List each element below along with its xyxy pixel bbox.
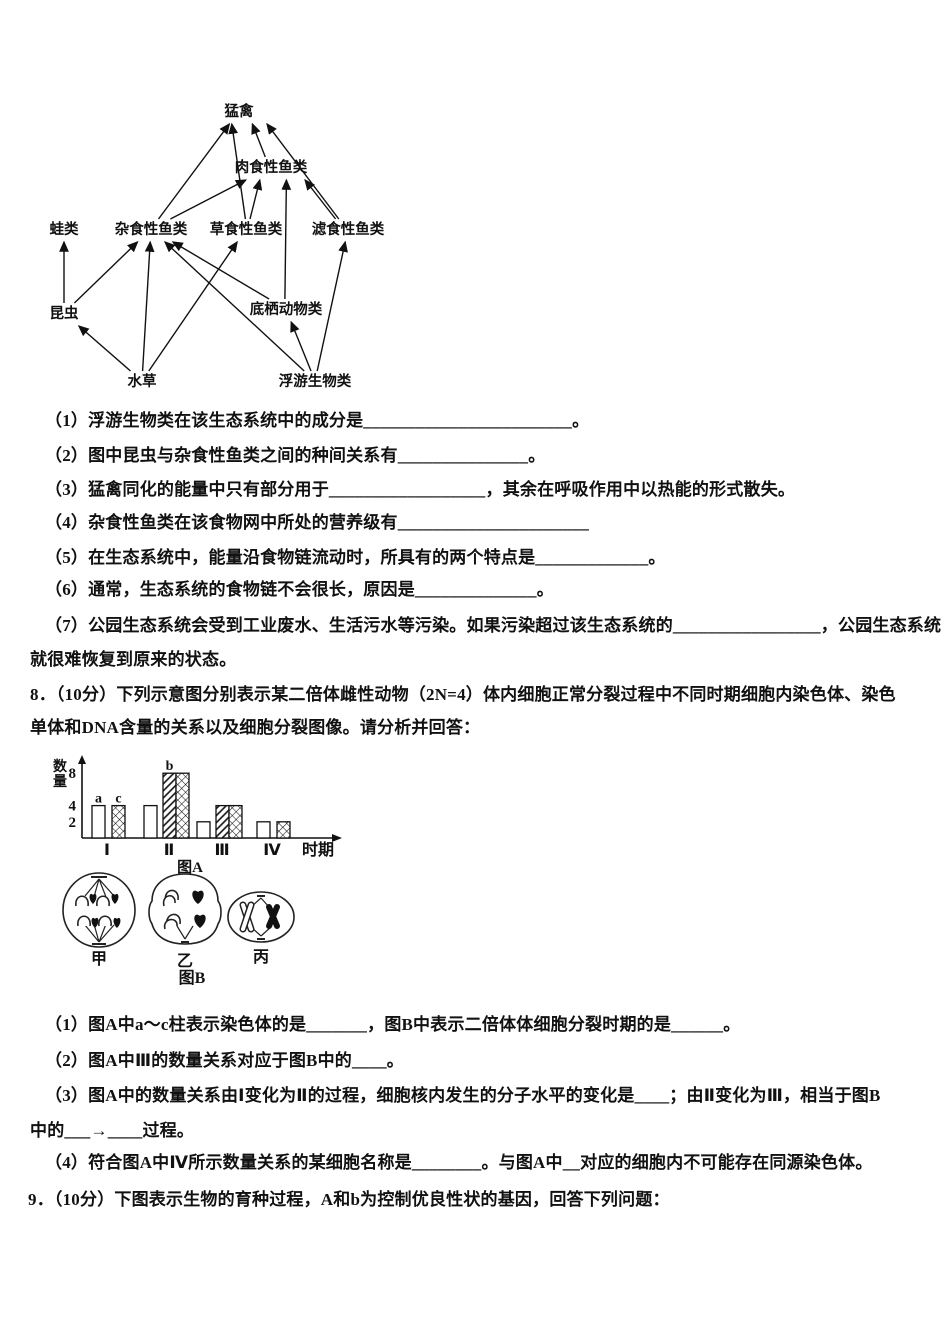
q7-part-2: （2）图中昆虫与杂食性鱼类之间的种间关系有_______________。 bbox=[45, 446, 546, 465]
q8-part-1: （1）图A中a～c柱表示染色体的是_______，图B中表示二倍体体细胞分裂时期… bbox=[45, 1015, 741, 1034]
bar-c-Ⅰ bbox=[111, 804, 126, 839]
bar-c-Ⅳ bbox=[276, 821, 291, 839]
bar-b-Ⅱ bbox=[162, 772, 177, 839]
food-web-arrow bbox=[163, 241, 305, 372]
x-tick-label: Ⅱ bbox=[164, 842, 175, 859]
food-web-arrow bbox=[77, 325, 131, 372]
food-web-node-diqi: 底栖动物类 bbox=[250, 300, 323, 318]
q8-part-3: （3）图A中的数量关系由Ⅰ变化为Ⅱ的过程，细胞核内发生的分子水平的变化是____… bbox=[45, 1086, 881, 1105]
bar-a-Ⅰ bbox=[91, 804, 106, 839]
bar-a-Ⅱ bbox=[143, 804, 158, 839]
figure-a-caption: 图A bbox=[177, 859, 203, 875]
food-web-node-walei: 蛙类 bbox=[50, 220, 79, 238]
bar-label-c: c bbox=[115, 792, 121, 807]
q8-part-2: （2）图A中Ⅲ的数量关系对应于图B中的____。 bbox=[45, 1051, 404, 1070]
bar-c-Ⅱ bbox=[175, 772, 190, 839]
food-web-node-mengqin: 猛禽 bbox=[224, 102, 254, 120]
food-web-arrow bbox=[281, 178, 292, 300]
food-web-arrow bbox=[266, 122, 340, 220]
food-web-node-caoshi: 草食性鱼类 bbox=[210, 220, 283, 238]
y-tick-label: 4 bbox=[69, 799, 77, 815]
food-web-node-fuyou: 浮游生物类 bbox=[279, 372, 352, 390]
cell-label-bing: 丙 bbox=[253, 948, 269, 966]
cell-bing-drawing bbox=[227, 891, 295, 943]
y-tick-label: 8 bbox=[69, 766, 77, 782]
q8-part-4: （4）符合图A中Ⅳ所示数量关系的某细胞名称是________。与图A中__对应的… bbox=[45, 1153, 873, 1172]
food-web-arrow bbox=[73, 241, 139, 304]
food-web-arrow bbox=[304, 178, 337, 220]
bar-label-a: a bbox=[95, 792, 102, 807]
food-web-arrow bbox=[316, 240, 348, 372]
food-web-arrow bbox=[251, 122, 266, 158]
food-web-arrow bbox=[148, 240, 238, 372]
x-axis-title: 时期 bbox=[302, 840, 334, 859]
bar-b-Ⅲ bbox=[215, 804, 230, 839]
food-web-arrow bbox=[157, 122, 231, 220]
bar-a-Ⅳ bbox=[256, 821, 271, 839]
food-web-arrow bbox=[290, 320, 312, 372]
x-tick-label: Ⅲ bbox=[214, 842, 229, 859]
q9-stem: 9．（10分）下图表示生物的育种过程，A和b为控制优良性状的基因，回答下列问题： bbox=[28, 1190, 670, 1209]
food-web-arrow bbox=[249, 178, 263, 220]
x-tick-label: Ⅰ bbox=[104, 842, 110, 859]
q7-part-7: （7）公园生态系统会受到工业废水、生活污水等污染。如果污染超过该生态系统的___… bbox=[45, 616, 942, 635]
q8-stem-line1: 8．（10分）下列示意图分别表示某二倍体雌性动物（2N=4）体内细胞正常分裂过程… bbox=[30, 685, 896, 704]
q8-part-3-cont: 中的___→____过程。 bbox=[30, 1121, 195, 1140]
bar-a-Ⅲ bbox=[196, 821, 211, 839]
y-tick-label: 2 bbox=[69, 815, 77, 831]
cell-label-yi: 乙 bbox=[177, 953, 193, 970]
q8-stem-line2: 单体和DNA含量的关系以及细胞分裂图像。请分析并回答： bbox=[30, 718, 481, 737]
q7-part-3: （3）猛禽同化的能量中只有部分用于__________________，其余在呼… bbox=[45, 480, 796, 499]
y-axis-title: 数 bbox=[53, 758, 68, 775]
x-tick-label: Ⅳ bbox=[263, 842, 281, 859]
q7-part-4: （4）杂食性鱼类在该食物网中所处的营养级有___________________… bbox=[45, 513, 590, 532]
q7-part-7-cont: 就很难恢复到原来的状态。 bbox=[30, 650, 237, 669]
q7-part-1: （1）浮游生物类在该生态系统中的成分是_____________________… bbox=[45, 411, 590, 430]
y-axis-arrow bbox=[78, 755, 86, 764]
q7-part-6: （6）通常，生态系统的食物链不会很长，原因是______________。 bbox=[45, 580, 554, 599]
y-axis-title: 量 bbox=[53, 774, 67, 790]
food-web-node-shuicao: 水草 bbox=[128, 372, 157, 390]
food-web-node-roushi: 肉食性鱼类 bbox=[235, 158, 308, 176]
q7-part-5: （5）在生态系统中，能量沿食物链流动时，所具有的两个特点是___________… bbox=[45, 548, 666, 567]
food-web-arrow bbox=[141, 240, 155, 372]
bar-c-Ⅲ bbox=[228, 804, 243, 839]
figure-b-cell-images: 甲 乙 丙 图B bbox=[62, 872, 295, 987]
food-web-arrow bbox=[171, 241, 270, 300]
cell-label-jia: 甲 bbox=[91, 950, 107, 968]
food-web-node-kunchong: 昆虫 bbox=[50, 304, 79, 322]
food-web-node-zashi: 杂食性鱼类 bbox=[115, 220, 188, 238]
cell-yi-drawing bbox=[148, 873, 222, 945]
figure-b-caption: 图B bbox=[179, 969, 206, 987]
food-web-node-lvshi: 滤食性鱼类 bbox=[312, 220, 385, 238]
cell-jia-drawing bbox=[62, 872, 136, 948]
food-web-arrows bbox=[59, 122, 348, 372]
x-axis-arrow bbox=[332, 834, 342, 842]
food-web-arrow bbox=[170, 179, 248, 220]
food-web-arrow bbox=[228, 122, 247, 220]
bar-label-b: b bbox=[166, 759, 174, 774]
